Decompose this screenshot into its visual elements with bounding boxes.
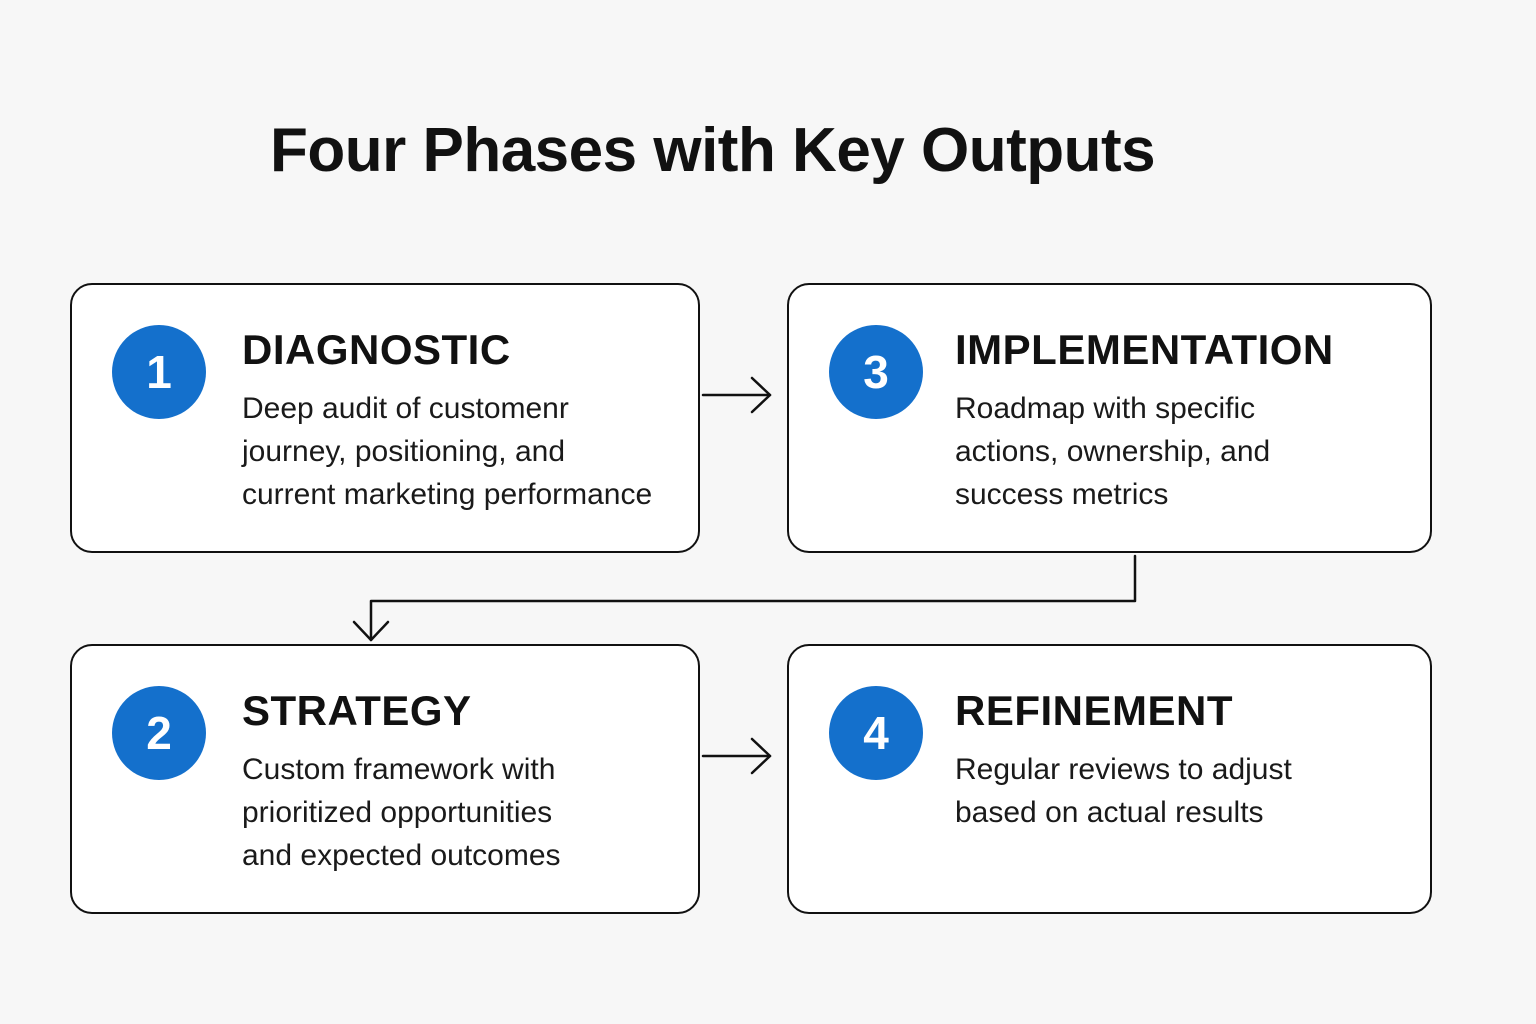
diagram-title: Four Phases with Key Outputs — [270, 116, 1156, 185]
phase-description: Custom framework with prioritized opport… — [242, 748, 692, 877]
phase-title: IMPLEMENTATION — [955, 326, 1334, 373]
arrow-3-to-2 — [352, 554, 1137, 642]
phase-card-diagnostic: 1 DIAGNOSTIC Deep audit of customenr jou… — [70, 283, 700, 553]
phase-description-line: prioritized opportunities — [242, 796, 553, 829]
phase-title: DIAGNOSTIC — [242, 326, 511, 373]
phase-title: STRATEGY — [242, 687, 472, 734]
phase-card-refinement: 4 REFINEMENT Regular reviews to adjust b… — [787, 644, 1432, 914]
phase-description-line: Deep audit of customenr — [242, 392, 569, 425]
phase-description-line: journey, positioning, and — [242, 435, 565, 468]
phase-description: Roadmap with specific actions, ownership… — [955, 387, 1405, 516]
phase-description: Deep audit of customenr journey, positio… — [242, 387, 692, 516]
arrow-2-to-4 — [701, 737, 772, 775]
phase-number-badge: 1 — [112, 325, 206, 419]
phase-description-line: Regular reviews to adjust — [955, 753, 1292, 786]
phase-description-line: success metrics — [955, 478, 1169, 511]
phase-description: Regular reviews to adjust based on actua… — [955, 748, 1405, 834]
phase-title: REFINEMENT — [955, 687, 1233, 734]
phase-number-badge: 2 — [112, 686, 206, 780]
phase-description-line: current marketing performance — [242, 478, 653, 511]
phase-description-line: Custom framework with — [242, 753, 556, 786]
phase-description-line: based on actual results — [955, 796, 1264, 829]
phase-description-line: and expected outcomes — [242, 839, 561, 872]
phase-description-line: Roadmap with specific — [955, 392, 1256, 425]
phase-number-badge: 4 — [829, 686, 923, 780]
phase-number-badge: 3 — [829, 325, 923, 419]
arrow-1-to-3 — [701, 376, 772, 414]
phase-card-implementation: 3 IMPLEMENTATION Roadmap with specific a… — [787, 283, 1432, 553]
phase-description-line: actions, ownership, and — [955, 435, 1271, 468]
phase-card-strategy: 2 STRATEGY Custom framework with priorit… — [70, 644, 700, 914]
